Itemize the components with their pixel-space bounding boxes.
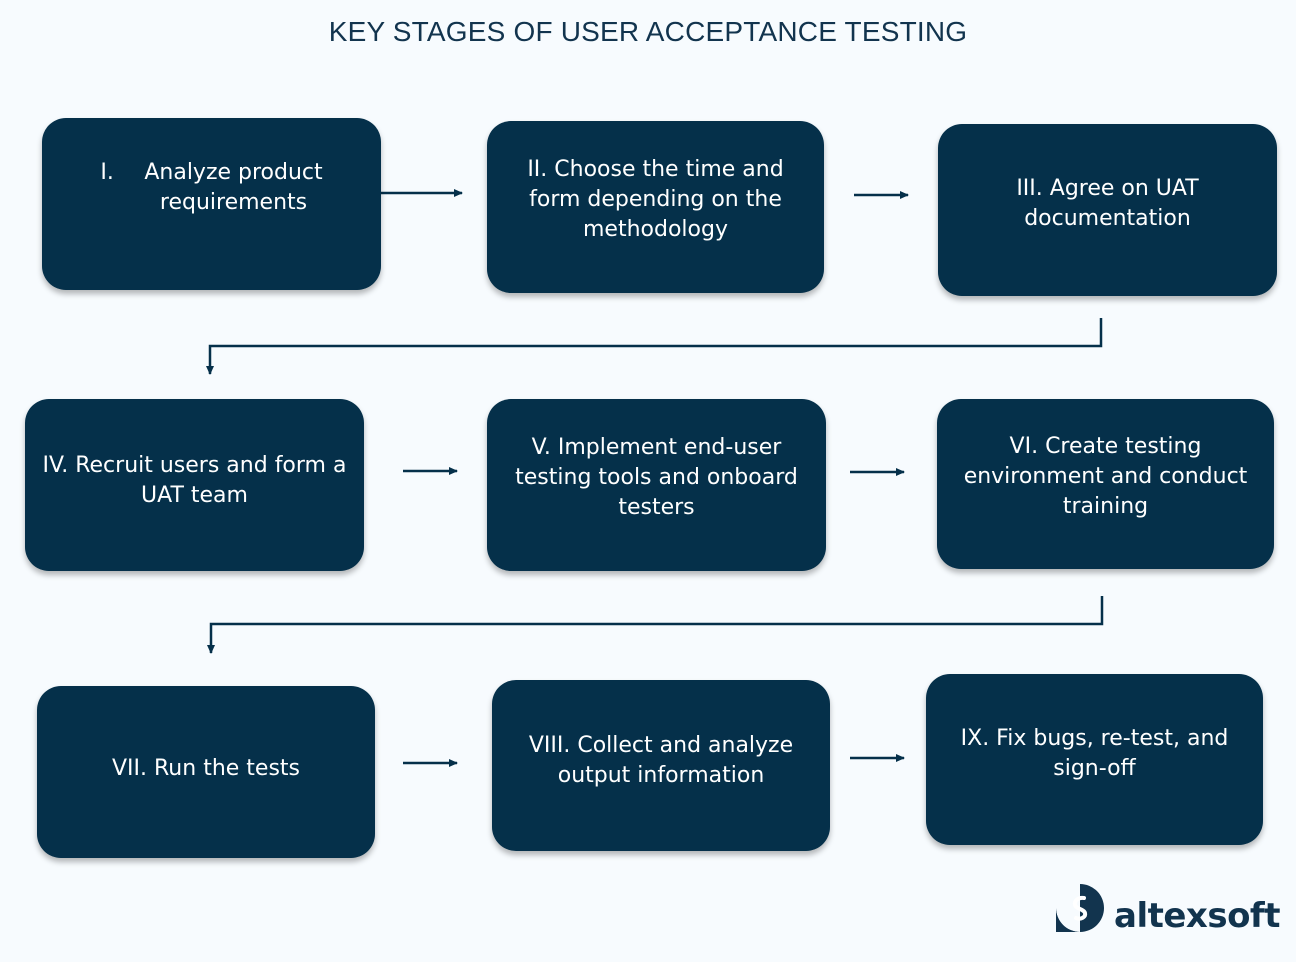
stage-2-label: II. Choose the time and form depending o…	[527, 157, 784, 242]
stage-9-label: IX. Fix bugs, re-test, and sign-off	[960, 725, 1229, 781]
stage-4-label: IV. Recruit users and form a UAT team	[42, 453, 347, 508]
stage-2-card: II. Choose the time and form depending o…	[487, 121, 824, 293]
stage-1-text: I. Analyze product requirements	[100, 158, 322, 218]
diagram-title: KEY STAGES OF USER ACCEPTANCE TESTING	[328, 16, 968, 47]
stage-3-card: III. Agree on UAT documentation	[938, 124, 1277, 296]
stage-5-label: V. Implement end-user testing tools and …	[515, 435, 798, 520]
stage-5-card: V. Implement end-user testing tools and …	[487, 399, 826, 571]
stage-6-card: VI. Create testing environment and condu…	[937, 399, 1274, 569]
stage-3-label: III. Agree on UAT documentation	[1016, 176, 1199, 231]
stage-1-number: I.	[100, 160, 114, 185]
connector-3-to-4	[206, 318, 1103, 375]
stage-7-label: VII. Run the tests	[112, 756, 300, 781]
stage-1-card: I. Analyze product requirements	[42, 118, 381, 290]
connector-6-to-7	[207, 596, 1104, 654]
stage-6-label: VI. Create testing environment and condu…	[963, 434, 1248, 519]
altexsoft-logo: altexsoft	[1054, 882, 1280, 942]
stage-9-card: IX. Fix bugs, re-test, and sign-off	[926, 674, 1263, 845]
stage-8-label: VIII. Collect and analyze output informa…	[528, 732, 794, 788]
altexsoft-logo-icon	[1056, 884, 1104, 932]
stage-4-card: IV. Recruit users and form a UAT team	[25, 399, 364, 571]
altexsoft-logo-text: altexsoft	[1114, 896, 1280, 936]
stage-7-card: VII. Run the tests	[37, 686, 375, 858]
stage-1-label: Analyze product requirements	[144, 160, 323, 215]
stage-8-card: VIII. Collect and analyze output informa…	[492, 680, 830, 851]
